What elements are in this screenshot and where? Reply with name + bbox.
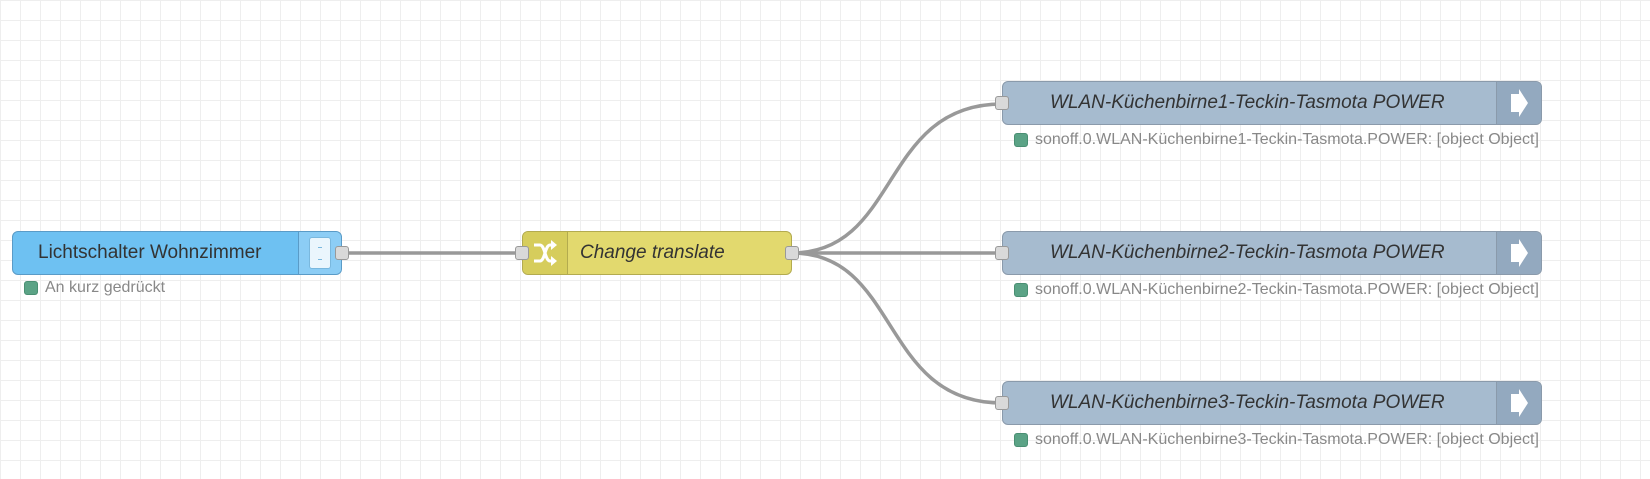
- inject-button-icon: [309, 237, 331, 269]
- change-input-port[interactable]: [515, 246, 529, 260]
- arrow-right-icon: [1511, 239, 1528, 267]
- arrow-right-icon: [1511, 389, 1528, 417]
- trigger-node[interactable]: Lichtschalter Wohnzimmer: [12, 231, 349, 275]
- trigger-node-label: Lichtschalter Wohnzimmer: [38, 242, 262, 263]
- output-1-status-text: sonoff.0.WLAN-Küchenbirne1-Teckin-Tasmot…: [1035, 131, 1539, 148]
- change-node-label: Change translate: [580, 242, 725, 263]
- wire-change-to-output-1[interactable]: [791, 102, 1003, 255]
- trigger-output-port[interactable]: [335, 246, 349, 260]
- output-3-status-text: sonoff.0.WLAN-Küchenbirne3-Teckin-Tasmot…: [1035, 431, 1539, 448]
- output-node-1[interactable]: WLAN-Küchenbirne1-Teckin-Tasmota POWER: [995, 81, 1542, 125]
- status-dot-icon: [1014, 433, 1028, 447]
- output-node-2[interactable]: WLAN-Küchenbirne2-Teckin-Tasmota POWER: [995, 231, 1542, 275]
- output-node-3[interactable]: WLAN-Küchenbirne3-Teckin-Tasmota POWER: [995, 381, 1542, 425]
- status-dot-icon: [1014, 283, 1028, 297]
- output-node-3-icon-box: [1496, 382, 1541, 424]
- output-1-status: sonoff.0.WLAN-Küchenbirne1-Teckin-Tasmot…: [1014, 131, 1539, 149]
- inject-button[interactable]: [298, 232, 341, 274]
- status-dot-icon: [24, 281, 38, 295]
- arrow-right-icon: [1511, 89, 1528, 117]
- output-3-status: sonoff.0.WLAN-Küchenbirne3-Teckin-Tasmot…: [1014, 431, 1539, 449]
- output-node-2-label: WLAN-Küchenbirne2-Teckin-Tasmota POWER: [1050, 242, 1445, 263]
- shuffle-icon: [534, 240, 557, 266]
- wire-change-to-output-3[interactable]: [791, 251, 1003, 405]
- output-node-1-label: WLAN-Küchenbirne1-Teckin-Tasmota POWER: [1050, 92, 1445, 113]
- output-node-2-input-port[interactable]: [995, 246, 1009, 260]
- output-2-status: sonoff.0.WLAN-Küchenbirne2-Teckin-Tasmot…: [1014, 281, 1539, 299]
- output-node-1-input-port[interactable]: [995, 96, 1009, 110]
- change-icon-box: [523, 232, 568, 274]
- change-node[interactable]: Change translate: [515, 231, 799, 275]
- output-node-3-label: WLAN-Küchenbirne3-Teckin-Tasmota POWER: [1050, 392, 1445, 413]
- output-node-1-icon-box: [1496, 82, 1541, 124]
- output-node-3-input-port[interactable]: [995, 396, 1009, 410]
- status-dot-icon: [1014, 133, 1028, 147]
- trigger-status-text: An kurz gedrückt: [45, 279, 166, 296]
- trigger-status: An kurz gedrückt: [24, 279, 165, 297]
- change-output-port[interactable]: [785, 246, 799, 260]
- output-2-status-text: sonoff.0.WLAN-Küchenbirne2-Teckin-Tasmot…: [1035, 281, 1539, 298]
- output-node-2-icon-box: [1496, 232, 1541, 274]
